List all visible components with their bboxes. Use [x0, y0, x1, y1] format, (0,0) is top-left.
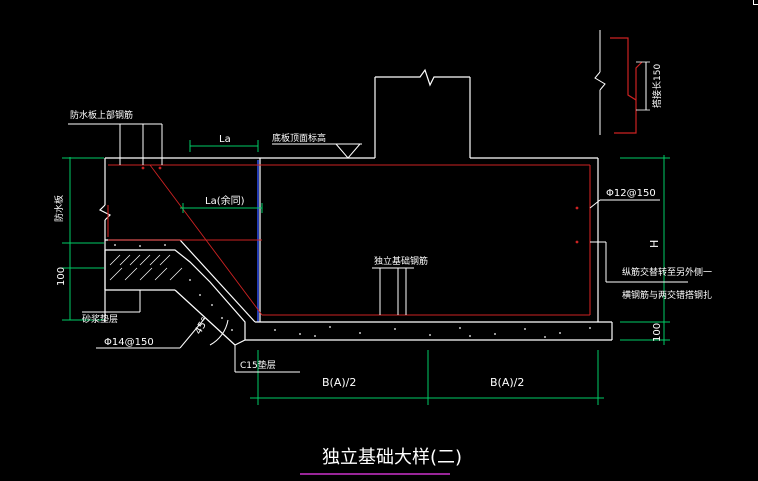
dim-left-vertical [62, 157, 104, 321]
label-waterproof-plate: 防水板 [53, 195, 65, 222]
label-dim-b2: B(A)/2 [490, 376, 524, 389]
slope-haunch [104, 239, 256, 346]
label-bottom-elev: 底板顶面标高 [272, 132, 326, 144]
blinding-slab [245, 321, 613, 341]
label-waterproof-top: 防水板上部钢筋 [70, 109, 133, 121]
label-La-top: La [219, 134, 231, 145]
rebar-top-ticks [141, 166, 579, 244]
lap-splice-inset [594, 30, 650, 135]
label-dim-100-right: 100 [652, 323, 663, 342]
angle-arc [209, 319, 229, 346]
label-H: H [648, 240, 661, 248]
label-note-line2: 横钢筋与两交错搭钢扎 [622, 289, 712, 301]
rebar-lines [107, 164, 591, 316]
drawing-title: 独立基础大样(二) [322, 447, 462, 468]
label-rebar-12: Φ12@150 [606, 188, 656, 199]
label-lap: 搭接长150 [651, 64, 663, 108]
elevation-marker [272, 143, 362, 159]
label-c15: C15垫层 [240, 359, 276, 371]
blinding-dots [274, 326, 591, 338]
dim-La-mid [180, 203, 263, 213]
leader-waterproof-top [68, 123, 163, 165]
viewport-corner [753, 0, 758, 5]
dim-bottom [250, 350, 604, 405]
mortar-hatch [109, 254, 183, 281]
label-mortar: 砂浆垫层 [82, 313, 118, 325]
dim-La-top [189, 140, 259, 152]
label-found-rebar: 独立基础钢筋 [374, 255, 428, 267]
leader-right [589, 199, 688, 283]
leader-left-bottom [82, 290, 300, 373]
haunch-dots [114, 244, 233, 331]
column-stub [105, 68, 598, 159]
leader-foundation-rebar [372, 267, 414, 315]
label-dim-b1: B(A)/2 [322, 376, 356, 389]
dim-right-vertical [620, 155, 670, 345]
label-rebar-14: Φ14@150 [104, 337, 154, 348]
label-angle: 45° [193, 316, 211, 337]
label-dim-100-left: 100 [56, 267, 67, 286]
label-note-line1: 纵筋交替转至另外侧一 [622, 266, 712, 278]
label-La-mid: La(余同) [205, 194, 245, 207]
